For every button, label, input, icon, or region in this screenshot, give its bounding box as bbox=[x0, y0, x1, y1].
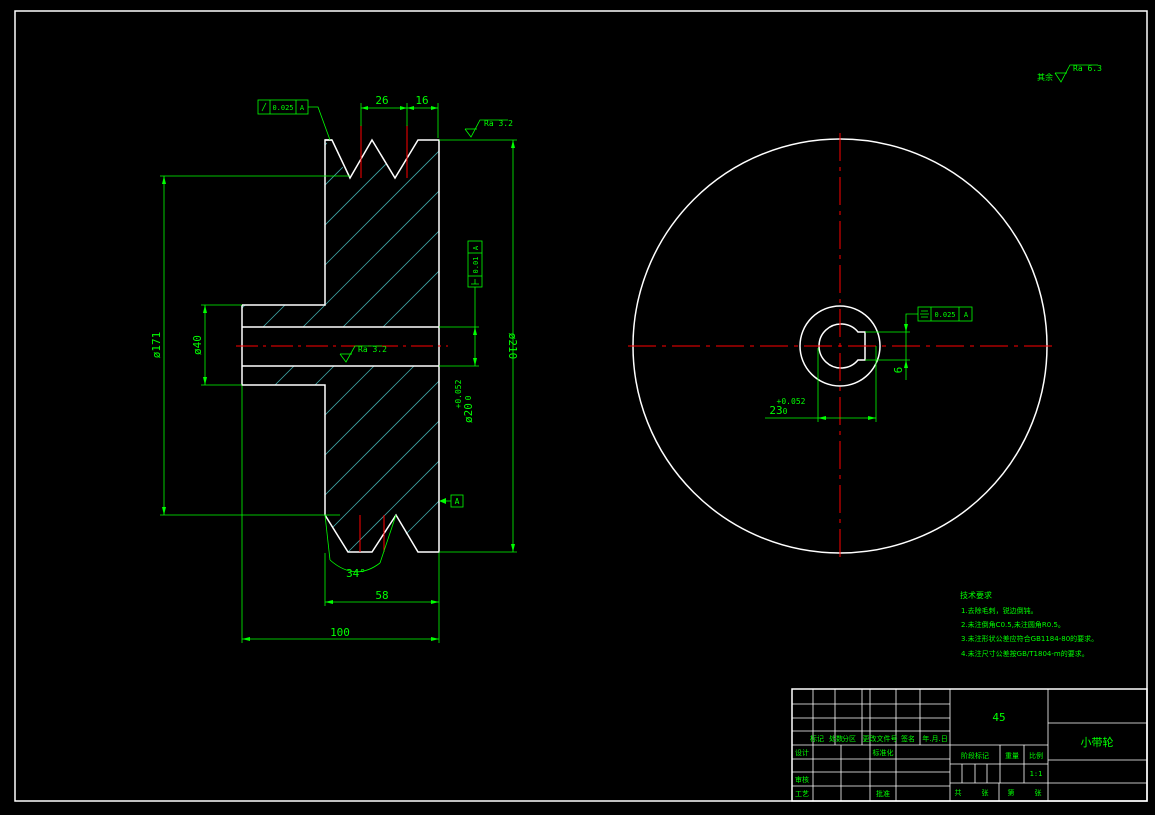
perpendicularity-icon bbox=[471, 279, 479, 285]
section-view: 26 16 ø171 ø40 ø210 ø20 +0.052 0 34° 58 … bbox=[150, 94, 519, 643]
perpendicularity-tolerance-frame: 0.01 A bbox=[467, 240, 483, 327]
dim-dia-210: ø210 bbox=[506, 333, 519, 360]
groove-finish-value: Ra 3.2 bbox=[484, 119, 513, 128]
tech-req-item: 1.去除毛刺，锐边倒钝。 bbox=[961, 606, 1038, 615]
rest-finish-value: Ra 6.3 bbox=[1073, 64, 1102, 73]
tb-label-review: 审核 bbox=[795, 775, 809, 784]
tb-label-sheet: 张 bbox=[982, 788, 989, 797]
tb-material: 45 bbox=[992, 711, 1005, 724]
tb-label-scale: 比例 bbox=[1029, 751, 1043, 760]
drawing-border bbox=[14, 10, 1148, 802]
tb-label-page-of: 第 bbox=[1008, 788, 1015, 797]
tb-label-signature: 签名 bbox=[901, 734, 915, 743]
tb-label-approve: 批准 bbox=[876, 789, 890, 798]
bore-surface-finish: Ra 3.2 bbox=[339, 345, 387, 363]
dim-dia-40: ø40 bbox=[191, 335, 204, 355]
symmetry-tolerance-frame: 0.025 A bbox=[917, 306, 973, 322]
symmetry-value: 0.025 bbox=[934, 311, 955, 319]
dim-bore-tol-upper: +0.052 bbox=[454, 379, 463, 408]
tb-label-change-doc: 更改文件号 bbox=[863, 734, 898, 743]
perpendicularity-datum: A bbox=[472, 245, 480, 250]
surface-finish-icon bbox=[464, 119, 508, 138]
tech-req-title: 技术要求 bbox=[960, 590, 992, 600]
perpendicularity-value: 0.01 bbox=[472, 257, 480, 274]
rest-finish-label: 其余 bbox=[1037, 72, 1053, 82]
general-surface-finish: 其余 Ra 6.3 bbox=[1037, 64, 1102, 83]
tb-label-standardize: 标准化 bbox=[873, 748, 894, 757]
tech-req-item: 3.未注形状公差应符合GB1184-80的要求。 bbox=[961, 634, 1098, 643]
dim-bore-dia: ø20 bbox=[462, 403, 475, 423]
tb-label-page: 张 bbox=[1035, 788, 1042, 797]
tb-label-zone: 分区 bbox=[842, 734, 856, 743]
tb-part-name: 小带轮 bbox=[1081, 735, 1114, 749]
title-block: 标记 处数 分区 更改文件号 签名 年.月.日 设计 标准化 审核 工艺 批准 … bbox=[791, 688, 1148, 802]
tb-label-mark: 标记 bbox=[810, 734, 824, 743]
tb-label-design: 设计 bbox=[795, 748, 809, 757]
datum-a-label: A bbox=[455, 497, 460, 506]
bore-finish-value: Ra 3.2 bbox=[358, 345, 387, 354]
dim-groove-angle: 34° bbox=[346, 567, 366, 580]
dim-key-tol-lower: 0 bbox=[783, 407, 788, 416]
tb-label-stage-mark: 阶段标记 bbox=[961, 751, 989, 760]
front-view: 0.025 A 23 +0.052 0 6 bbox=[628, 133, 1053, 560]
dim-key-depth: 23 bbox=[769, 404, 782, 417]
tb-scale-value: 1:1 bbox=[1030, 770, 1043, 778]
datum-a-marker: A bbox=[439, 494, 464, 508]
tech-req-item: 2.未注倒角C0.5,未注圆角R0.5。 bbox=[961, 620, 1065, 629]
tb-label-total: 共 bbox=[955, 788, 962, 797]
technical-requirements: 技术要求 1.去除毛刺，锐边倒钝。 2.未注倒角C0.5,未注圆角R0.5。 3… bbox=[960, 590, 1098, 658]
hatch-upper bbox=[242, 140, 439, 327]
dim-hub-width: 58 bbox=[375, 589, 388, 602]
surface-finish-icon bbox=[1054, 64, 1098, 83]
symmetry-datum: A bbox=[964, 311, 969, 319]
dimension-arrows bbox=[162, 106, 515, 641]
groove-surface-finish: Ra 3.2 bbox=[464, 119, 513, 138]
tb-label-weight: 重量 bbox=[1005, 752, 1019, 760]
dim-key-tol-upper: +0.052 bbox=[777, 397, 806, 406]
tech-req-item: 4.未注尺寸公差按GB/T1804-m的要求。 bbox=[961, 649, 1089, 658]
runout-icon bbox=[261, 102, 267, 112]
runout-value: 0.025 bbox=[272, 104, 293, 112]
dim-groove-pitch: 26 bbox=[375, 94, 388, 107]
dim-total-width: 100 bbox=[330, 626, 350, 639]
dim-groove-edge: 16 bbox=[415, 94, 428, 107]
symmetry-icon bbox=[920, 310, 929, 318]
runout-tolerance-frame: 0.025 A bbox=[257, 99, 331, 141]
tb-label-count: 处数 bbox=[829, 734, 843, 743]
hub-circle bbox=[799, 305, 881, 387]
keyed-bore bbox=[818, 323, 866, 369]
tb-label-date: 年.月.日 bbox=[922, 734, 947, 743]
dim-bore-tol-lower: 0 bbox=[464, 395, 473, 400]
dim-key-width: 6 bbox=[892, 367, 905, 374]
dim-dia-171: ø171 bbox=[150, 332, 163, 359]
hatch-lower bbox=[242, 366, 439, 552]
tb-label-process: 工艺 bbox=[795, 790, 809, 798]
runout-datum: A bbox=[300, 104, 305, 112]
